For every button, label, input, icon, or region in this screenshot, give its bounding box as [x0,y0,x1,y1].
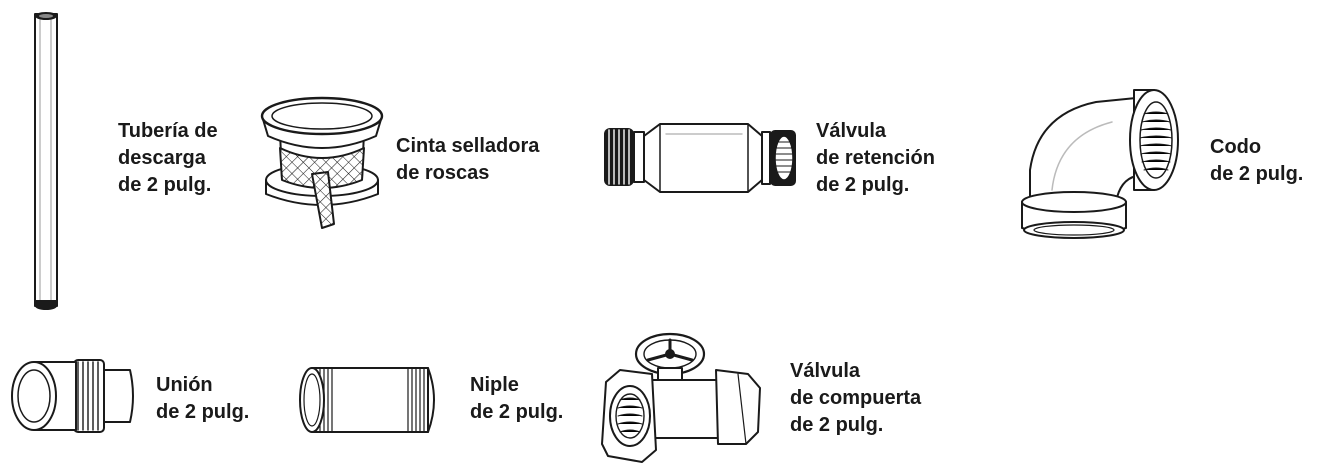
discharge-pipe-label-line: de 2 pulg. [118,174,212,196]
discharge-pipe-label: Tubería de descarga de 2 pulg. [118,118,218,199]
check-valve-illustration [604,123,796,193]
check-valve-label: Válvula de retención de 2 pulg. [816,118,935,199]
gate-valve-label-line: de compuerta [790,387,922,409]
thread-seal-tape-label-line: de roscas [396,162,490,184]
thread-seal-tape-illustration [260,96,384,229]
gate-valve-label-line: Válvula [790,360,861,382]
thread-seal-tape-label-line: Cinta selladora [396,135,540,157]
check-valve-label-line: de 2 pulg. [816,174,910,196]
nipple-label-line: Niple [470,374,519,396]
union-label-line: Unión [156,374,213,396]
check-valve-label-line: Válvula [816,120,887,142]
union-illustration [11,359,134,433]
thread-seal-tape-label: Cinta selladora de roscas [396,133,539,187]
gate-valve-label: Válvula de compuerta de 2 pulg. [790,358,921,439]
gate-valve-illustration [601,332,761,463]
union-label-line: de 2 pulg. [156,401,250,423]
nipple-illustration [299,367,435,433]
elbow-label-line: de 2 pulg. [1210,163,1304,185]
elbow-illustration [1021,89,1179,239]
elbow-label-line: Codo [1210,136,1262,158]
discharge-pipe-label-line: Tubería de [118,120,218,142]
union-label: Unión de 2 pulg. [156,372,249,426]
nipple-label: Niple de 2 pulg. [470,372,563,426]
nipple-label-line: de 2 pulg. [470,401,564,423]
elbow-label: Codo de 2 pulg. [1210,134,1303,188]
discharge-pipe-label-line: descarga [118,147,206,169]
gate-valve-label-line: de 2 pulg. [790,414,884,436]
check-valve-label-line: de retención [816,147,935,169]
discharge-pipe-illustration [34,12,58,310]
